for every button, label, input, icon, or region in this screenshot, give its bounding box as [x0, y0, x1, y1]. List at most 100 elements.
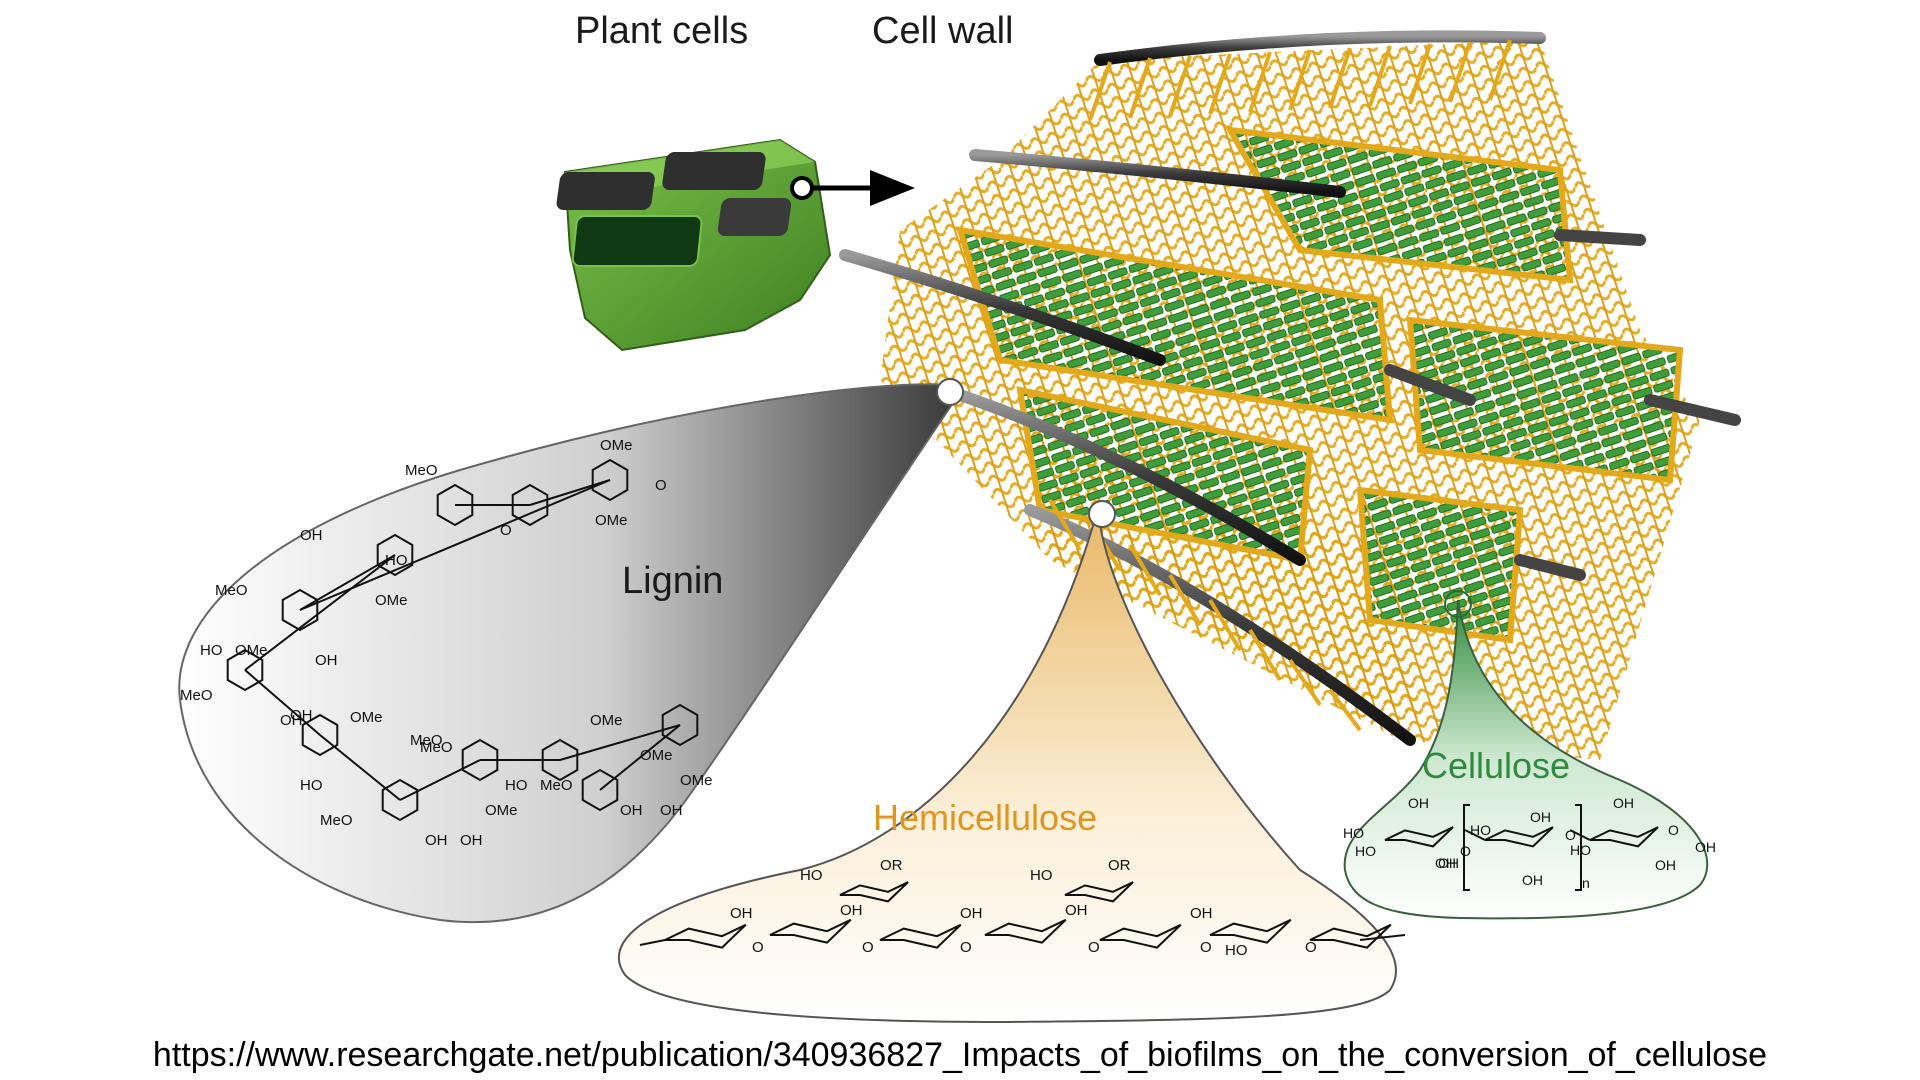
chemical-group-label: O	[1088, 939, 1100, 956]
chemical-group-label: O	[1305, 939, 1317, 956]
ring	[436, 483, 474, 527]
chemical-group-label: HO	[800, 867, 823, 884]
chemical-group-label: HO	[1343, 825, 1364, 841]
chemical-group-label: HO	[1030, 867, 1053, 884]
sugar-ring	[1099, 923, 1182, 949]
bond	[244, 669, 321, 736]
chemical-group-label: OH	[460, 832, 483, 849]
ring	[376, 533, 414, 577]
chemical-group-label: HO	[1470, 822, 1491, 838]
chemical-group-label: OMe	[485, 802, 518, 819]
cell-wall-structure	[839, 30, 1741, 760]
chemical-group-label: OR	[880, 857, 903, 874]
ring	[661, 703, 699, 747]
chemical-group-label: MeO	[405, 462, 438, 479]
cellulose-callout	[1343, 590, 1709, 920]
bond	[299, 554, 396, 611]
chemical-group-label: OH	[1435, 855, 1456, 871]
chemical-group-label: OH	[1530, 809, 1551, 825]
chemical-group-label: OH	[730, 905, 753, 922]
sugar-ring	[839, 881, 909, 903]
chemical-group-label: O	[500, 522, 512, 539]
sugar-ring	[1064, 881, 1134, 903]
chemical-group-label: MeO	[540, 777, 573, 794]
chemical-group-label: MeO	[410, 732, 443, 749]
bond	[319, 734, 401, 801]
chemical-group-label: OMe	[235, 642, 268, 659]
chemical-group-label: OH	[1408, 795, 1429, 811]
sugar-ring	[879, 923, 962, 949]
chemical-group-label: HO	[505, 777, 528, 794]
sugar-ring	[1309, 923, 1392, 949]
ring	[381, 778, 419, 822]
chemical-group-label: OMe	[640, 747, 673, 764]
ring	[581, 768, 619, 812]
chemical-group-label: OH	[1695, 839, 1716, 855]
ring	[591, 458, 629, 502]
chemical-group-label: O	[1565, 827, 1576, 843]
ring	[226, 648, 264, 692]
sugar-ring	[1384, 826, 1454, 848]
chemical-group-label: O	[862, 939, 874, 956]
repeat-bracket	[1463, 804, 1582, 891]
chemical-group-label: OR	[1108, 857, 1131, 874]
chemical-group-label: OH	[315, 652, 338, 669]
chemical-group-label: MeO	[320, 812, 353, 829]
chemical-group-label: OH	[1190, 905, 1213, 922]
chemical-group-label: O	[960, 939, 972, 956]
bond	[1359, 934, 1406, 941]
hemicellulose-label: Hemicellulose	[873, 797, 1098, 838]
chemical-group-label: HO	[385, 552, 408, 569]
chemical-group-label: OH	[290, 707, 313, 724]
chemical-group-label: HO	[1225, 942, 1248, 959]
ring	[541, 738, 579, 782]
zoom-arrow	[790, 170, 915, 206]
chemical-group-label: OMe	[600, 437, 633, 454]
chemical-group-label: OH	[840, 902, 863, 919]
plant-cells-illustration	[556, 138, 832, 352]
ring	[461, 738, 499, 782]
chemical-group-label: MeO	[215, 582, 248, 599]
bond	[1464, 829, 1486, 841]
chemical-group-label: OH	[1655, 857, 1676, 873]
chemical-group-label: OH	[425, 832, 448, 849]
sugar-ring	[1484, 826, 1554, 848]
chemical-group-label: O	[655, 477, 667, 494]
lignin-callout	[178, 378, 964, 924]
chemical-group-label: OMe	[590, 712, 623, 729]
ring	[301, 713, 339, 757]
chemical-group-label: OH	[620, 802, 643, 819]
chemical-group-label: OH	[280, 712, 303, 729]
chemical-group-label: n	[1582, 875, 1590, 891]
chemical-group-label: HO	[1570, 842, 1591, 858]
source-url: https://www.researchgate.net/publication…	[152, 1036, 1768, 1074]
chemical-group-label: OMe	[375, 592, 408, 609]
sugar-ring	[1209, 918, 1292, 944]
chemical-group-label: OH	[1438, 855, 1459, 871]
cell-wall-label: Cell wall	[872, 10, 1014, 52]
cellulose-label: Cellulose	[1422, 745, 1571, 786]
bond	[399, 759, 481, 801]
sugar-ring	[1589, 826, 1659, 848]
chemical-group-label: MeO	[420, 739, 453, 756]
chemical-group-label: O	[1460, 843, 1471, 859]
chemical-group-label: O	[1200, 939, 1212, 956]
bond	[559, 724, 681, 761]
hemicellulose-callout	[617, 500, 1397, 1024]
chemical-group-label: OMe	[680, 772, 713, 789]
chemical-group-label: OMe	[595, 512, 628, 529]
lignin-label: Lignin	[622, 560, 724, 602]
chemical-group-label: HO	[200, 642, 223, 659]
sugar-ring	[984, 918, 1067, 944]
chemical-group-label: HO	[300, 777, 323, 794]
chemical-group-label: MeO	[180, 687, 213, 704]
bond	[599, 724, 681, 791]
bond	[639, 939, 666, 946]
chemical-group-label: OH	[1065, 902, 1088, 919]
ring	[511, 483, 549, 527]
bond	[529, 479, 611, 506]
